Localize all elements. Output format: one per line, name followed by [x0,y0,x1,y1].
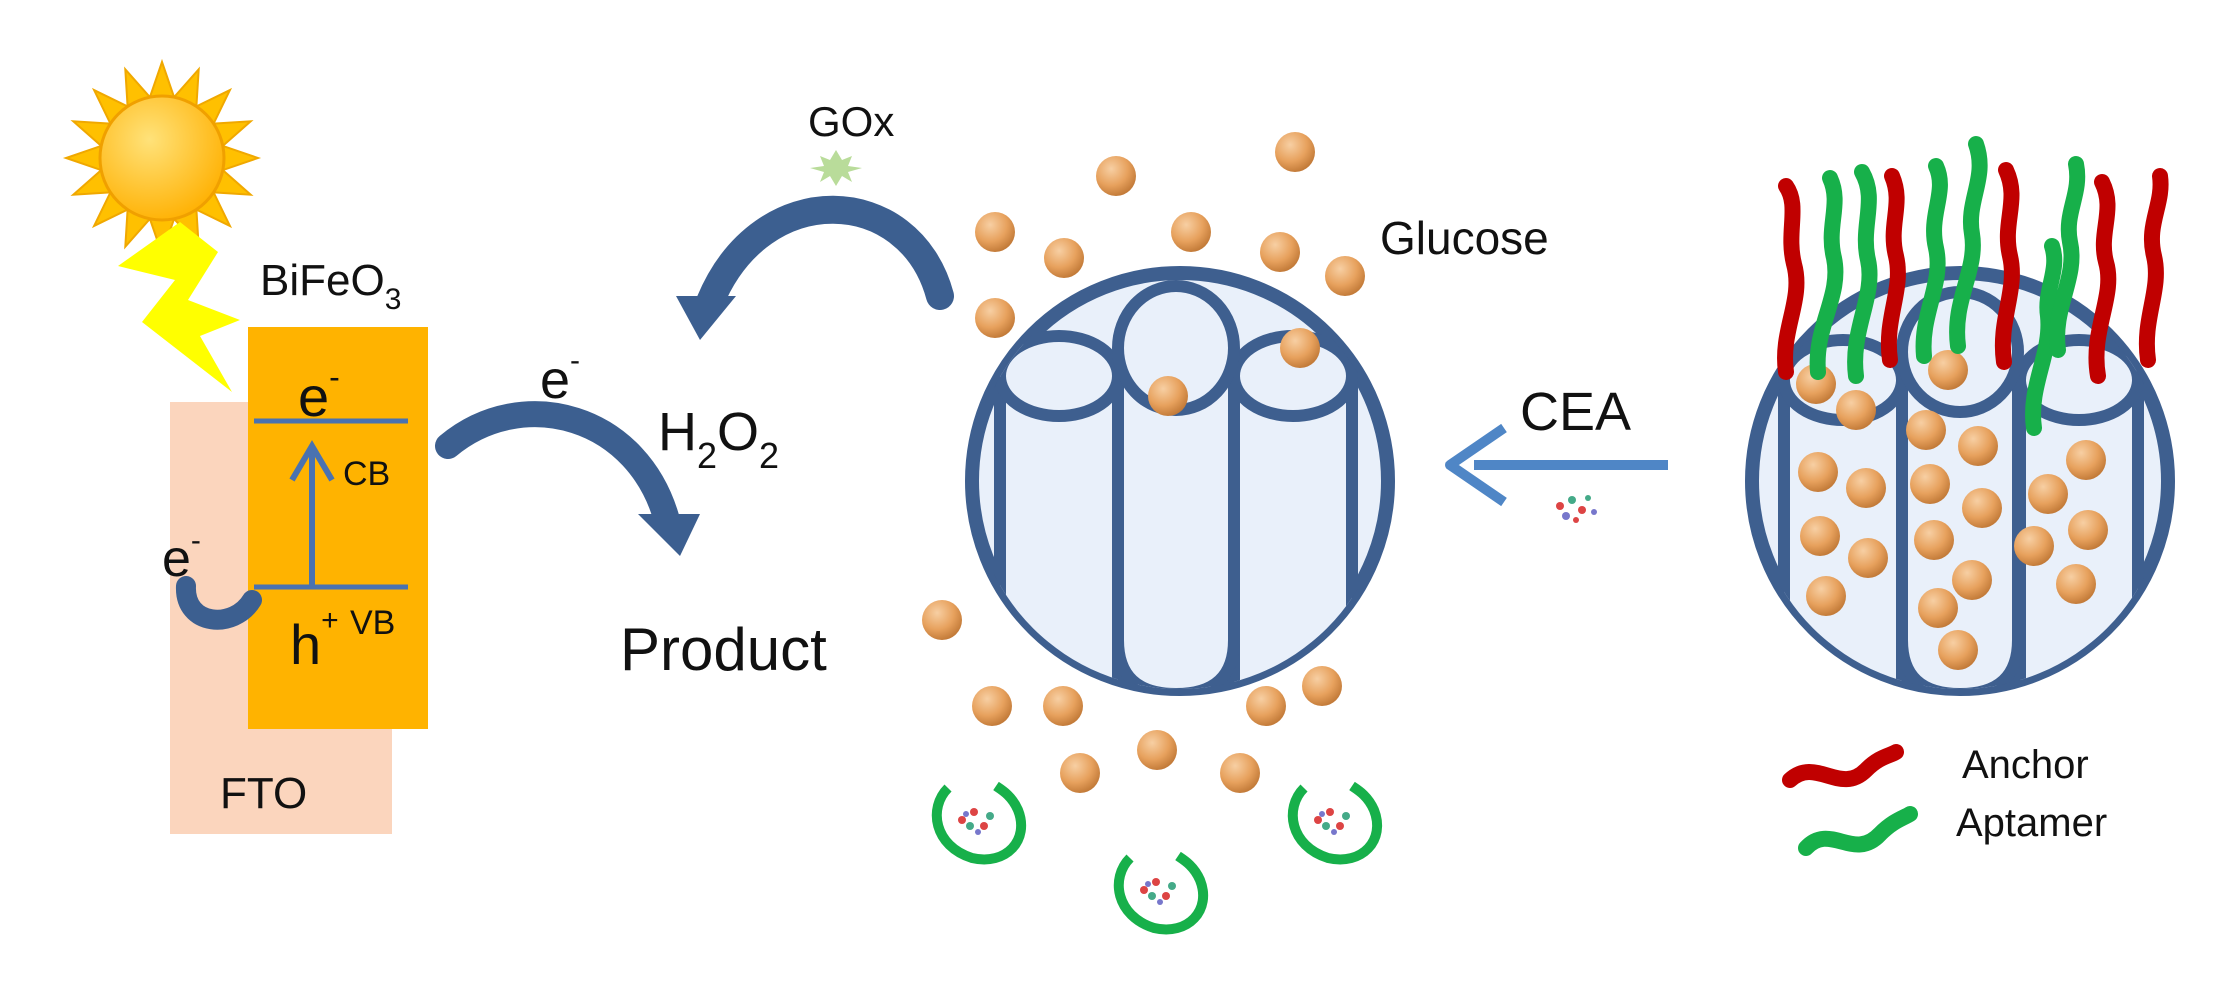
silica-particle-open [965,266,1395,696]
cea-label: CEA [1520,382,1631,442]
gox-label: GOx [808,98,894,145]
electron-transfer-arrow [435,401,700,556]
gox-reaction-arrow [676,195,954,340]
cb-label: CB [343,455,390,493]
aptamer-strands [1809,136,2086,436]
aptamer-cea-complex-left [931,781,1027,865]
product-label: Product [620,616,827,683]
bifeo3-layer [248,327,428,729]
vb-label: VB [350,604,395,642]
legend: Anchor Aptamer [1782,743,2107,856]
vb-hole-label: h+ [290,604,339,676]
glucose-label: Glucose [1380,212,1549,264]
legend-anchor-label: Anchor [1962,743,2089,787]
lightning-icon [118,222,240,392]
cea-arrow [1445,423,1668,507]
sun-icon [62,58,262,258]
svg-text:FTO: FTO [220,769,307,818]
hook-arrow [176,576,262,630]
gox-enzyme-icon [810,150,862,186]
cb-electron-label: e- [298,359,340,428]
h2o2-label: H2O2 [658,402,779,476]
legend-anchor-swatch [1782,744,1904,788]
legend-aptamer-label: Aptamer [1956,801,2107,845]
aptamer-cea-complex-middle [1113,851,1209,935]
electron-label: e- [540,344,580,410]
legend-aptamer-swatch [1798,806,1918,856]
cea-protein-icon [1556,495,1597,523]
anchor-strands [1777,162,2169,384]
material-label: BiFeO3 [260,256,401,316]
aptamer-cea-complex-right [1287,781,1383,865]
